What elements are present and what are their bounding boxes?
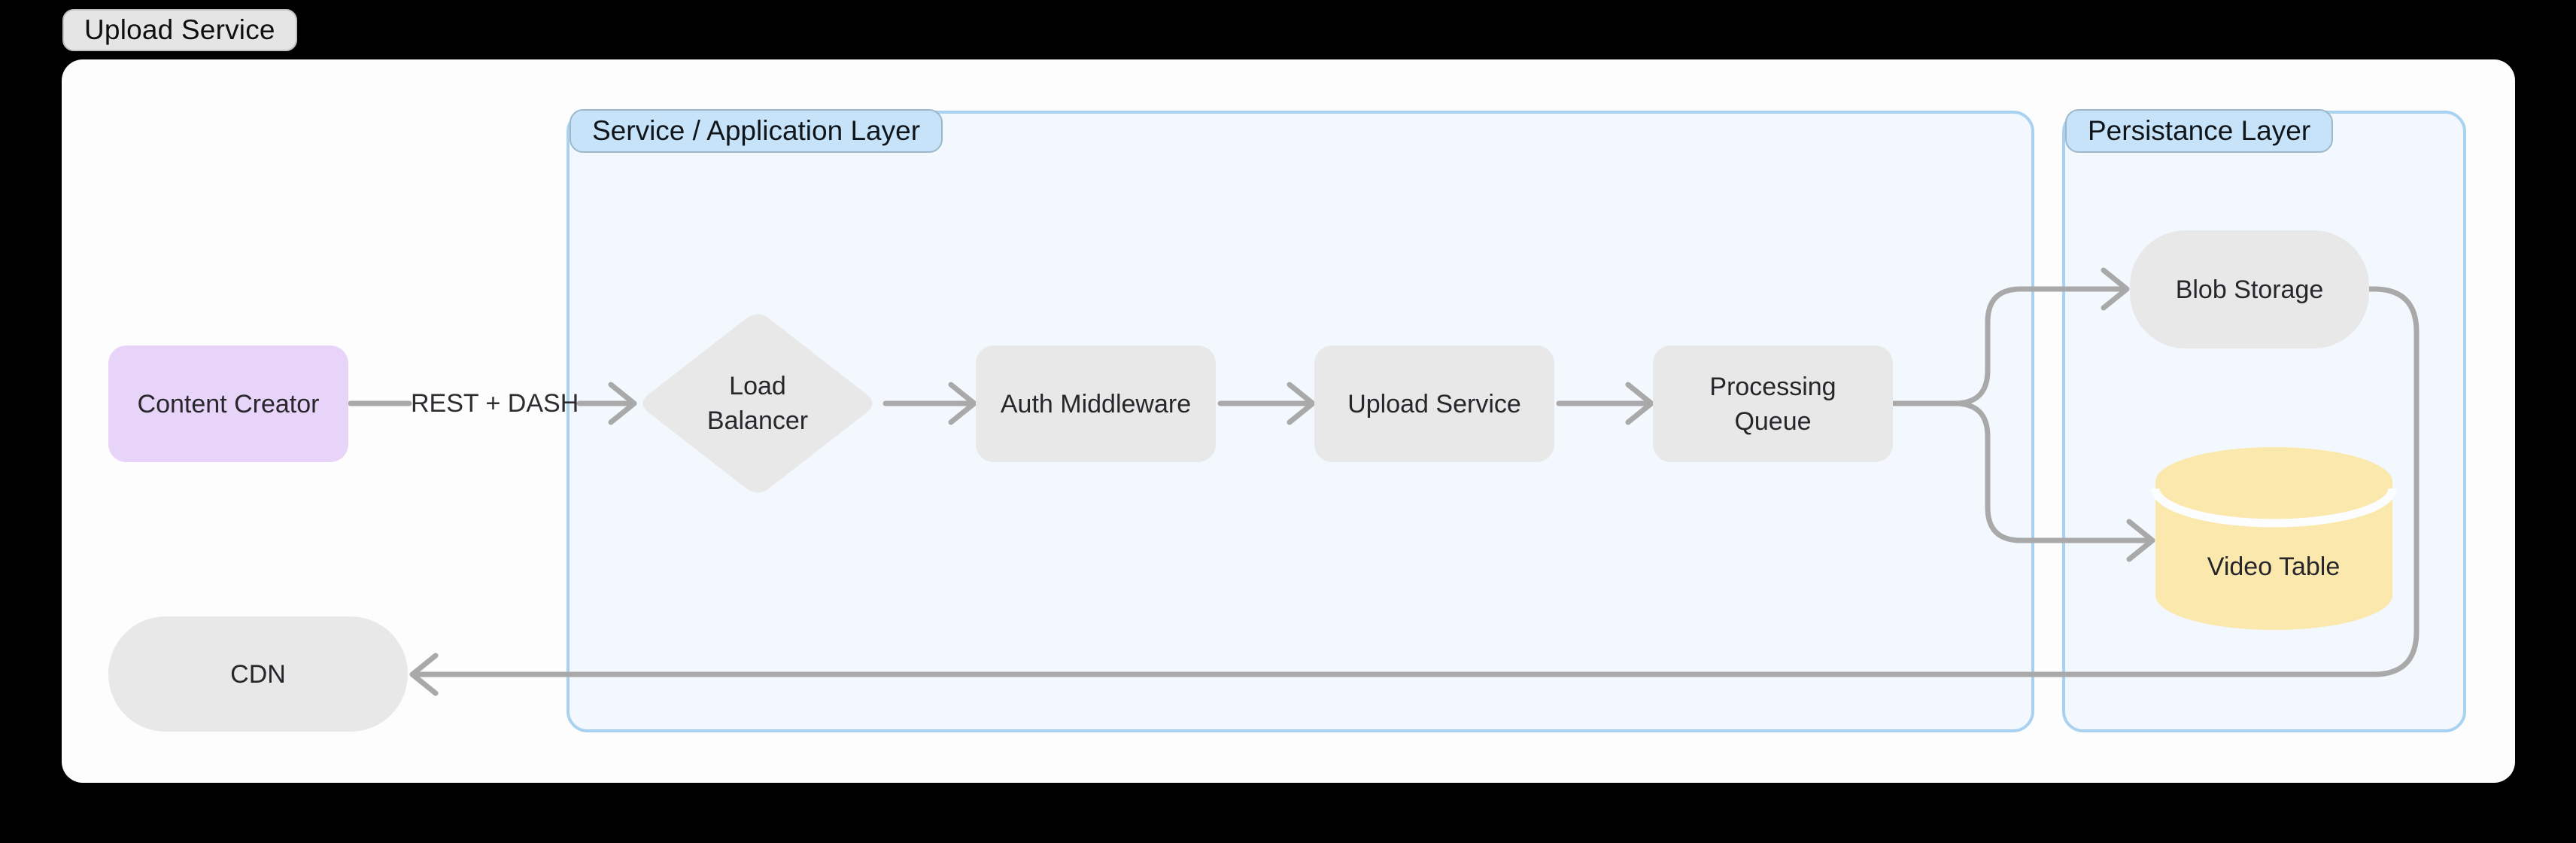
blob-storage-label: Blob Storage [2175, 275, 2324, 304]
load-balancer-diamond-shape[interactable] [642, 314, 873, 493]
node-processing-queue[interactable]: Processing Queue [1653, 345, 1893, 462]
node-auth-middleware[interactable]: Auth Middleware [976, 345, 1216, 462]
arrowhead-into-video-table[interactable] [2126, 519, 2155, 562]
edge-queue-to-video-table[interactable] [1952, 400, 2150, 543]
video-table-cylinder-lid-separator [2151, 488, 2397, 528]
label-persistance-layer[interactable]: Persistance Layer [2065, 109, 2334, 153]
service-layer-label-text: Service / Application Layer [592, 115, 921, 146]
diagram-canvas[interactable]: Service / Application Layer Persistance … [62, 59, 2515, 783]
processing-queue-label: Processing Queue [1709, 372, 1836, 436]
upload-service-label: Upload Service [1347, 389, 1521, 418]
diagram-title-tab[interactable]: Upload Service [62, 9, 297, 51]
label-service-application-layer[interactable]: Service / Application Layer [570, 109, 943, 153]
video-table-label: Video Table [2207, 552, 2341, 581]
arrowhead-into-queue[interactable] [1625, 382, 1654, 425]
diagram-title-label: Upload Service [84, 14, 275, 45]
node-blob-storage[interactable]: Blob Storage [2130, 230, 2369, 348]
cdn-label: CDN [230, 659, 286, 689]
persistance-layer-label-text: Persistance Layer [2088, 115, 2311, 146]
node-upload-service[interactable]: Upload Service [1314, 345, 1554, 462]
node-load-balancer[interactable]: Load Balancer [667, 351, 848, 456]
node-video-table-label-area[interactable]: Video Table [2161, 549, 2386, 585]
edge-blob-storage-to-cdn[interactable] [415, 286, 2420, 677]
arrowhead-into-auth[interactable] [948, 382, 977, 425]
node-content-creator[interactable]: Content Creator [108, 345, 348, 462]
connector-layer [348, 267, 2420, 696]
load-balancer-label: Load Balancer [706, 372, 809, 435]
video-table-cylinder-shape[interactable] [2155, 447, 2393, 630]
arrowhead-into-load-balancer[interactable] [608, 382, 637, 425]
arrowhead-into-upload[interactable] [1286, 382, 1316, 425]
edge-queue-to-blob-storage[interactable] [1952, 286, 2125, 406]
content-creator-label: Content Creator [137, 389, 320, 418]
arrowhead-into-blob-storage[interactable] [2101, 267, 2130, 311]
edge-label-rest-dash[interactable]: REST + DASH [411, 389, 579, 418]
arrowhead-into-cdn[interactable] [409, 653, 439, 696]
auth-middleware-label: Auth Middleware [1000, 389, 1192, 418]
node-cdn[interactable]: CDN [108, 616, 408, 732]
